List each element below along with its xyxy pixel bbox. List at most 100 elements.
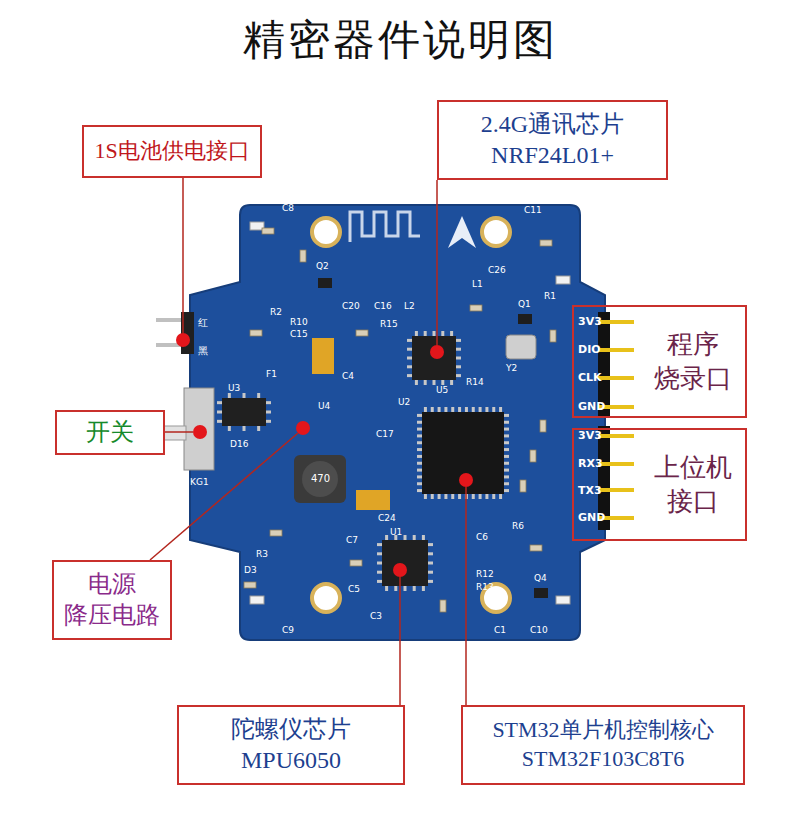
callout-box: STM32单片机控制核心STM32F103C8T6 (461, 705, 745, 785)
silkscreen-label: GND (578, 512, 605, 523)
chip-pin (413, 535, 416, 540)
passive-component (530, 450, 536, 462)
silkscreen-label: F1 (266, 370, 277, 379)
silkscreen-label: DIO (578, 344, 601, 355)
chip-pin (422, 535, 425, 540)
chip-pin (479, 407, 482, 412)
silkscreen-label: C8 (282, 204, 294, 213)
chip-pin (413, 586, 416, 591)
chip-pin (441, 331, 444, 336)
silkscreen-label: 470 (311, 474, 330, 484)
silkscreen-label: 3V3 (578, 316, 602, 327)
chip-pin (424, 494, 427, 499)
silkscreen-label: Q2 (316, 262, 329, 271)
chip-pin (266, 411, 271, 414)
silkscreen-label: C10 (530, 626, 548, 635)
silkscreen-label: U1 (390, 528, 402, 537)
chip-pin (428, 543, 433, 546)
chip-pin (458, 407, 461, 412)
passive-component (356, 330, 368, 336)
callout-text: 上位机 接口 (646, 451, 739, 519)
silkscreen-label: R3 (256, 550, 268, 559)
chip-pin (417, 462, 422, 465)
callout-text: MPU6050 (241, 745, 341, 776)
chip-pin (504, 489, 509, 492)
mcu-chip (422, 412, 504, 494)
chip-pin (217, 401, 222, 404)
callout-dot (176, 333, 190, 347)
regulator (222, 398, 266, 426)
chip-pin (394, 586, 397, 591)
chip-pin (424, 331, 427, 336)
chip-pin (377, 580, 382, 583)
callout-text: 1S电池供电接口 (94, 137, 249, 166)
passive-component (270, 530, 282, 536)
header-pin (598, 320, 634, 324)
led (250, 596, 264, 604)
callout-text: STM32F103C8T6 (522, 745, 685, 774)
chip-pin (417, 475, 422, 478)
header-pin (598, 434, 634, 438)
chip-pin (504, 482, 509, 485)
callout-text: 程序 烧录口 (646, 328, 739, 396)
chip-pin (417, 448, 422, 451)
silkscreen-label: CLK (578, 372, 602, 383)
chip-pin (504, 448, 509, 451)
pcb-board (156, 205, 634, 640)
transistor (518, 314, 532, 324)
silkscreen-label: R2 (270, 308, 282, 317)
inductor (294, 455, 346, 503)
silkscreen-label: R14 (466, 378, 484, 387)
passive-component (550, 330, 556, 342)
silkscreen-label: C3 (370, 612, 382, 621)
leader-line (399, 577, 401, 705)
silkscreen-label: C11 (524, 206, 542, 215)
chip-pin (417, 428, 422, 431)
chip-pin (417, 469, 422, 472)
switch-lever (164, 426, 186, 440)
chip-pin (417, 489, 422, 492)
passive-component (244, 582, 256, 588)
header-pin (598, 488, 634, 492)
silkscreen-label: C20 (342, 302, 360, 311)
passive-component (530, 545, 542, 551)
passive-component (470, 305, 482, 311)
led (556, 276, 570, 284)
callout-text: 开关 (86, 417, 134, 448)
silkscreen-label: C16 (374, 302, 392, 311)
chip-pin (451, 407, 454, 412)
chip-pin (479, 494, 482, 499)
silkscreen-label: Q1 (518, 300, 531, 309)
chip-pin (407, 365, 412, 368)
chip-pin (431, 407, 434, 412)
chip-pin (492, 494, 495, 499)
header-pin (598, 348, 634, 352)
callout-text: 陀螺仪芯片 (231, 714, 351, 745)
chip-pin (499, 494, 502, 499)
chip-pin (456, 348, 461, 351)
silkscreen-label: D3 (244, 566, 257, 575)
tantalum-capacitor (356, 490, 390, 510)
inductor-core (302, 461, 338, 497)
logo-mark (448, 216, 476, 248)
chip-pin (415, 331, 418, 336)
silkscreen-label: C6 (476, 533, 488, 542)
chip-pin (438, 494, 441, 499)
chip-pin (422, 586, 425, 591)
silkscreen-label: R10 (290, 318, 308, 327)
gyro-chip (382, 540, 428, 586)
chip-pin (431, 494, 434, 499)
crystal (506, 335, 536, 359)
leader-line (182, 178, 184, 333)
silkscreen-label: C5 (348, 585, 360, 594)
chip-pin (456, 365, 461, 368)
chip-pin (456, 339, 461, 342)
chip-pin (385, 586, 388, 591)
chip-pin (428, 562, 433, 565)
silkscreen-label: U5 (436, 386, 448, 395)
callout-text: NRF24L01+ (491, 140, 614, 171)
silkscreen-label: 3V3 (578, 430, 602, 441)
